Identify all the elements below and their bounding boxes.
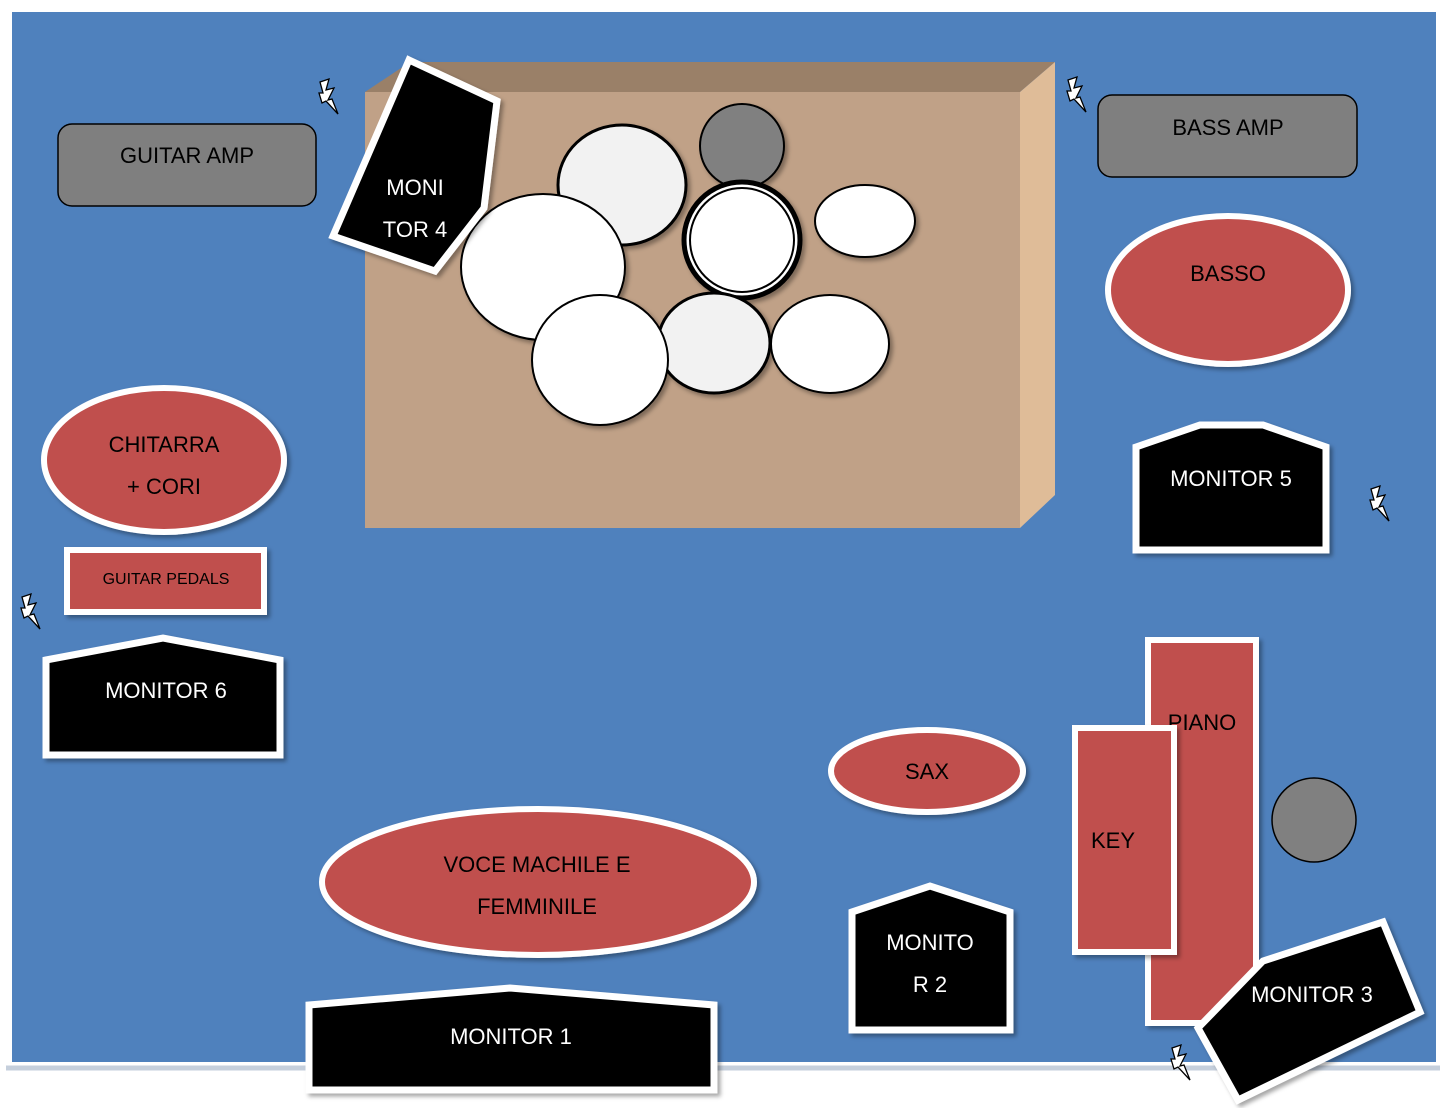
bass-amp-label: BASS AMP xyxy=(1172,115,1283,140)
monitor-5-label: MONITOR 5 xyxy=(1170,466,1292,491)
voce-label-line2: FEMMINILE xyxy=(477,894,597,919)
piano-stool xyxy=(1271,777,1357,863)
bass-amp: BASS AMP xyxy=(1097,94,1358,178)
monitor-5: MONITOR 5 xyxy=(1132,421,1330,554)
monitor-4: MONI TOR 4 xyxy=(328,55,501,276)
chitarra-cori-position: CHITARRA + CORI xyxy=(41,385,287,535)
sax-position: SAX xyxy=(828,727,1026,815)
piano-label: PIANO xyxy=(1168,710,1236,735)
snare-drum-rim xyxy=(689,187,795,293)
monitor-2-label-line2: R 2 xyxy=(913,972,947,997)
keyboard: KEY xyxy=(1072,725,1177,955)
crash-cymbal xyxy=(770,294,890,394)
voce-label: VOCE MACHILE E xyxy=(443,852,630,877)
monitor-6: MONITOR 6 xyxy=(42,634,284,759)
cymbal xyxy=(699,103,785,189)
cymbal-ride xyxy=(814,184,916,258)
monitor-6-label: MONITOR 6 xyxy=(105,678,227,703)
basso-position: BASSO xyxy=(1105,213,1351,367)
sax-label: SAX xyxy=(905,759,949,784)
guitar-amp-label: GUITAR AMP xyxy=(120,143,254,168)
monitor-3: MONITOR 3 xyxy=(1193,917,1425,1105)
snare-drum xyxy=(681,179,803,301)
monitor-2-label: MONITO xyxy=(886,930,974,955)
guitar-pedals: GUITAR PEDALS xyxy=(64,547,267,615)
monitor-4-label-line2: TOR 4 xyxy=(383,217,447,242)
cori-label: + CORI xyxy=(127,474,201,499)
monitor-1-label: MONITOR 1 xyxy=(450,1024,572,1049)
monitor-3-label: MONITOR 3 xyxy=(1251,982,1373,1007)
voce-position: VOCE MACHILE E FEMMINILE xyxy=(319,806,757,958)
hi-hat xyxy=(531,294,669,426)
monitor-4-label: MONI xyxy=(386,175,443,200)
monitor-2: MONITO R 2 xyxy=(848,882,1014,1034)
basso-label: BASSO xyxy=(1190,261,1266,286)
monitor-1: MONITOR 1 xyxy=(305,984,718,1094)
floor-tom xyxy=(656,291,772,395)
key-label: KEY xyxy=(1091,828,1135,853)
guitar-pedals-label: GUITAR PEDALS xyxy=(103,571,230,588)
drum-kit xyxy=(460,103,916,426)
guitar-amp: GUITAR AMP xyxy=(57,123,317,207)
chitarra-label: CHITARRA xyxy=(109,432,220,457)
